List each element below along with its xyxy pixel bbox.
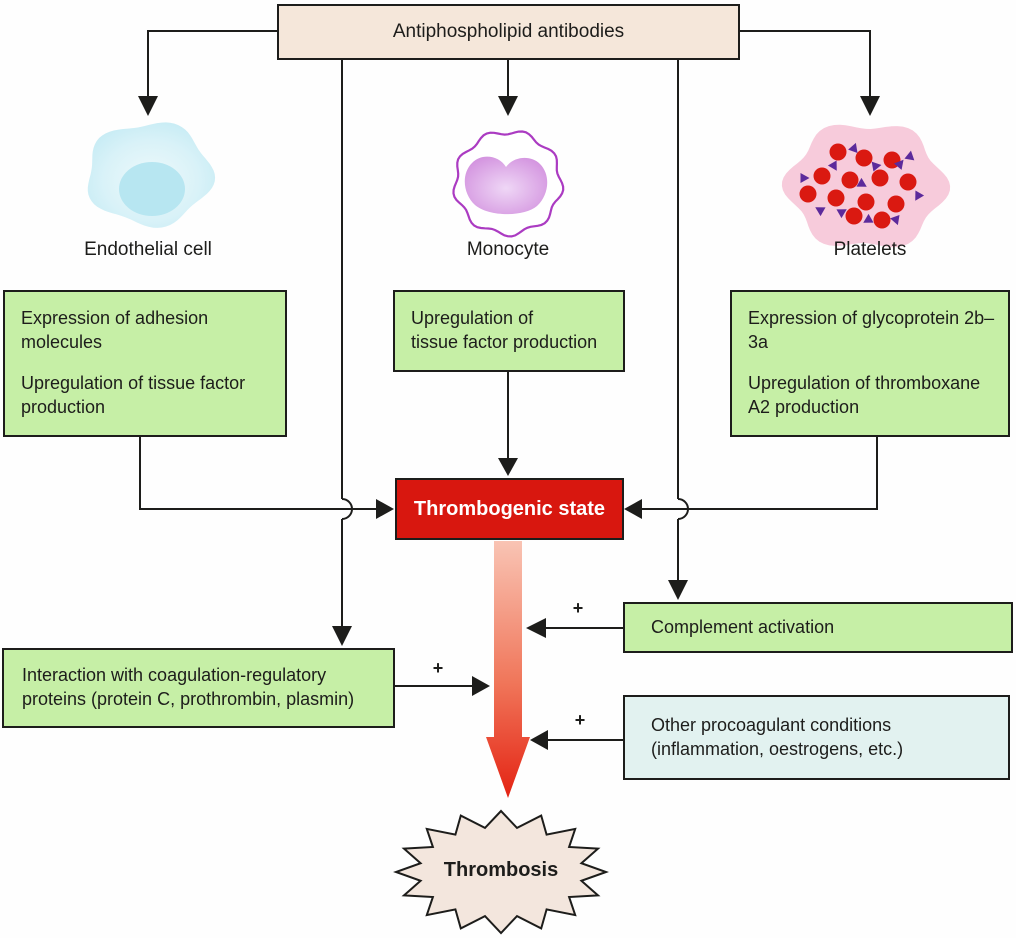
complement-activation-label: Complement activation [651, 616, 835, 637]
arrowheads [138, 96, 880, 750]
endothelial-effects-box: Expression of adhesion molecules Upregul… [3, 290, 287, 437]
other-procoagulant-box: Other procoagulant conditions (inflammat… [623, 695, 1010, 780]
platelets-effects-box: Expression of glycoprotein 2b–3a Upregul… [730, 290, 1010, 437]
antiphospholipid-antibodies-box: Antiphospholipid antibodies [277, 4, 740, 60]
plus-sign-other: + [574, 710, 586, 730]
monocyte-label: Monocyte [466, 239, 550, 260]
monocyte-effect-line-2: tissue factor production [411, 332, 598, 352]
thrombogenic-state-label: Thrombogenic state [413, 497, 606, 520]
antiphospholipid-antibodies-label: Antiphospholipid antibodies [392, 21, 625, 42]
endothelial-cell-icon [87, 122, 216, 228]
coagulation-interaction-line-2: proteins (protein C, prothrombin, plasmi… [22, 689, 355, 709]
plus-sign-interaction: + [432, 658, 444, 678]
monocyte-icon [452, 130, 565, 238]
endothelial-effect-2: Upregulation of tissue factor production [21, 373, 246, 417]
platelets-icon [781, 124, 951, 248]
connector-lines [139, 30, 878, 741]
complement-activation-box: Complement activation [623, 602, 1013, 653]
other-procoagulant-line-1: Other procoagulant conditions [651, 714, 892, 735]
endothelial-cell-label: Endothelial cell [84, 239, 212, 260]
monocyte-effect-line-1: Upregulation of [411, 308, 534, 329]
thrombogenic-state-box: Thrombogenic state [395, 478, 624, 540]
thrombogenic-flow-arrow [486, 541, 530, 798]
other-procoagulant-line-2: (inflammation, oestrogens, etc.) [651, 738, 904, 759]
endothelial-effect-1: Expression of adhesion molecules [21, 308, 209, 353]
platelets-effect-1: Expression of glycoprotein 2b–3a [748, 308, 995, 353]
thrombosis-label: Thrombosis [443, 859, 559, 881]
platelets-label: Platelets [833, 239, 907, 260]
plus-sign-complement: + [572, 598, 584, 618]
monocyte-effects-box: Upregulation of tissue factor production [393, 290, 625, 372]
coagulation-interaction-box: Interaction with coagulation-regulatory … [2, 648, 395, 728]
coagulation-interaction-line-1: Interaction with coagulation-regulatory [22, 665, 327, 686]
thrombosis-starburst [393, 809, 609, 935]
platelets-effect-2: Upregulation of thromboxane A2 productio… [748, 373, 981, 417]
